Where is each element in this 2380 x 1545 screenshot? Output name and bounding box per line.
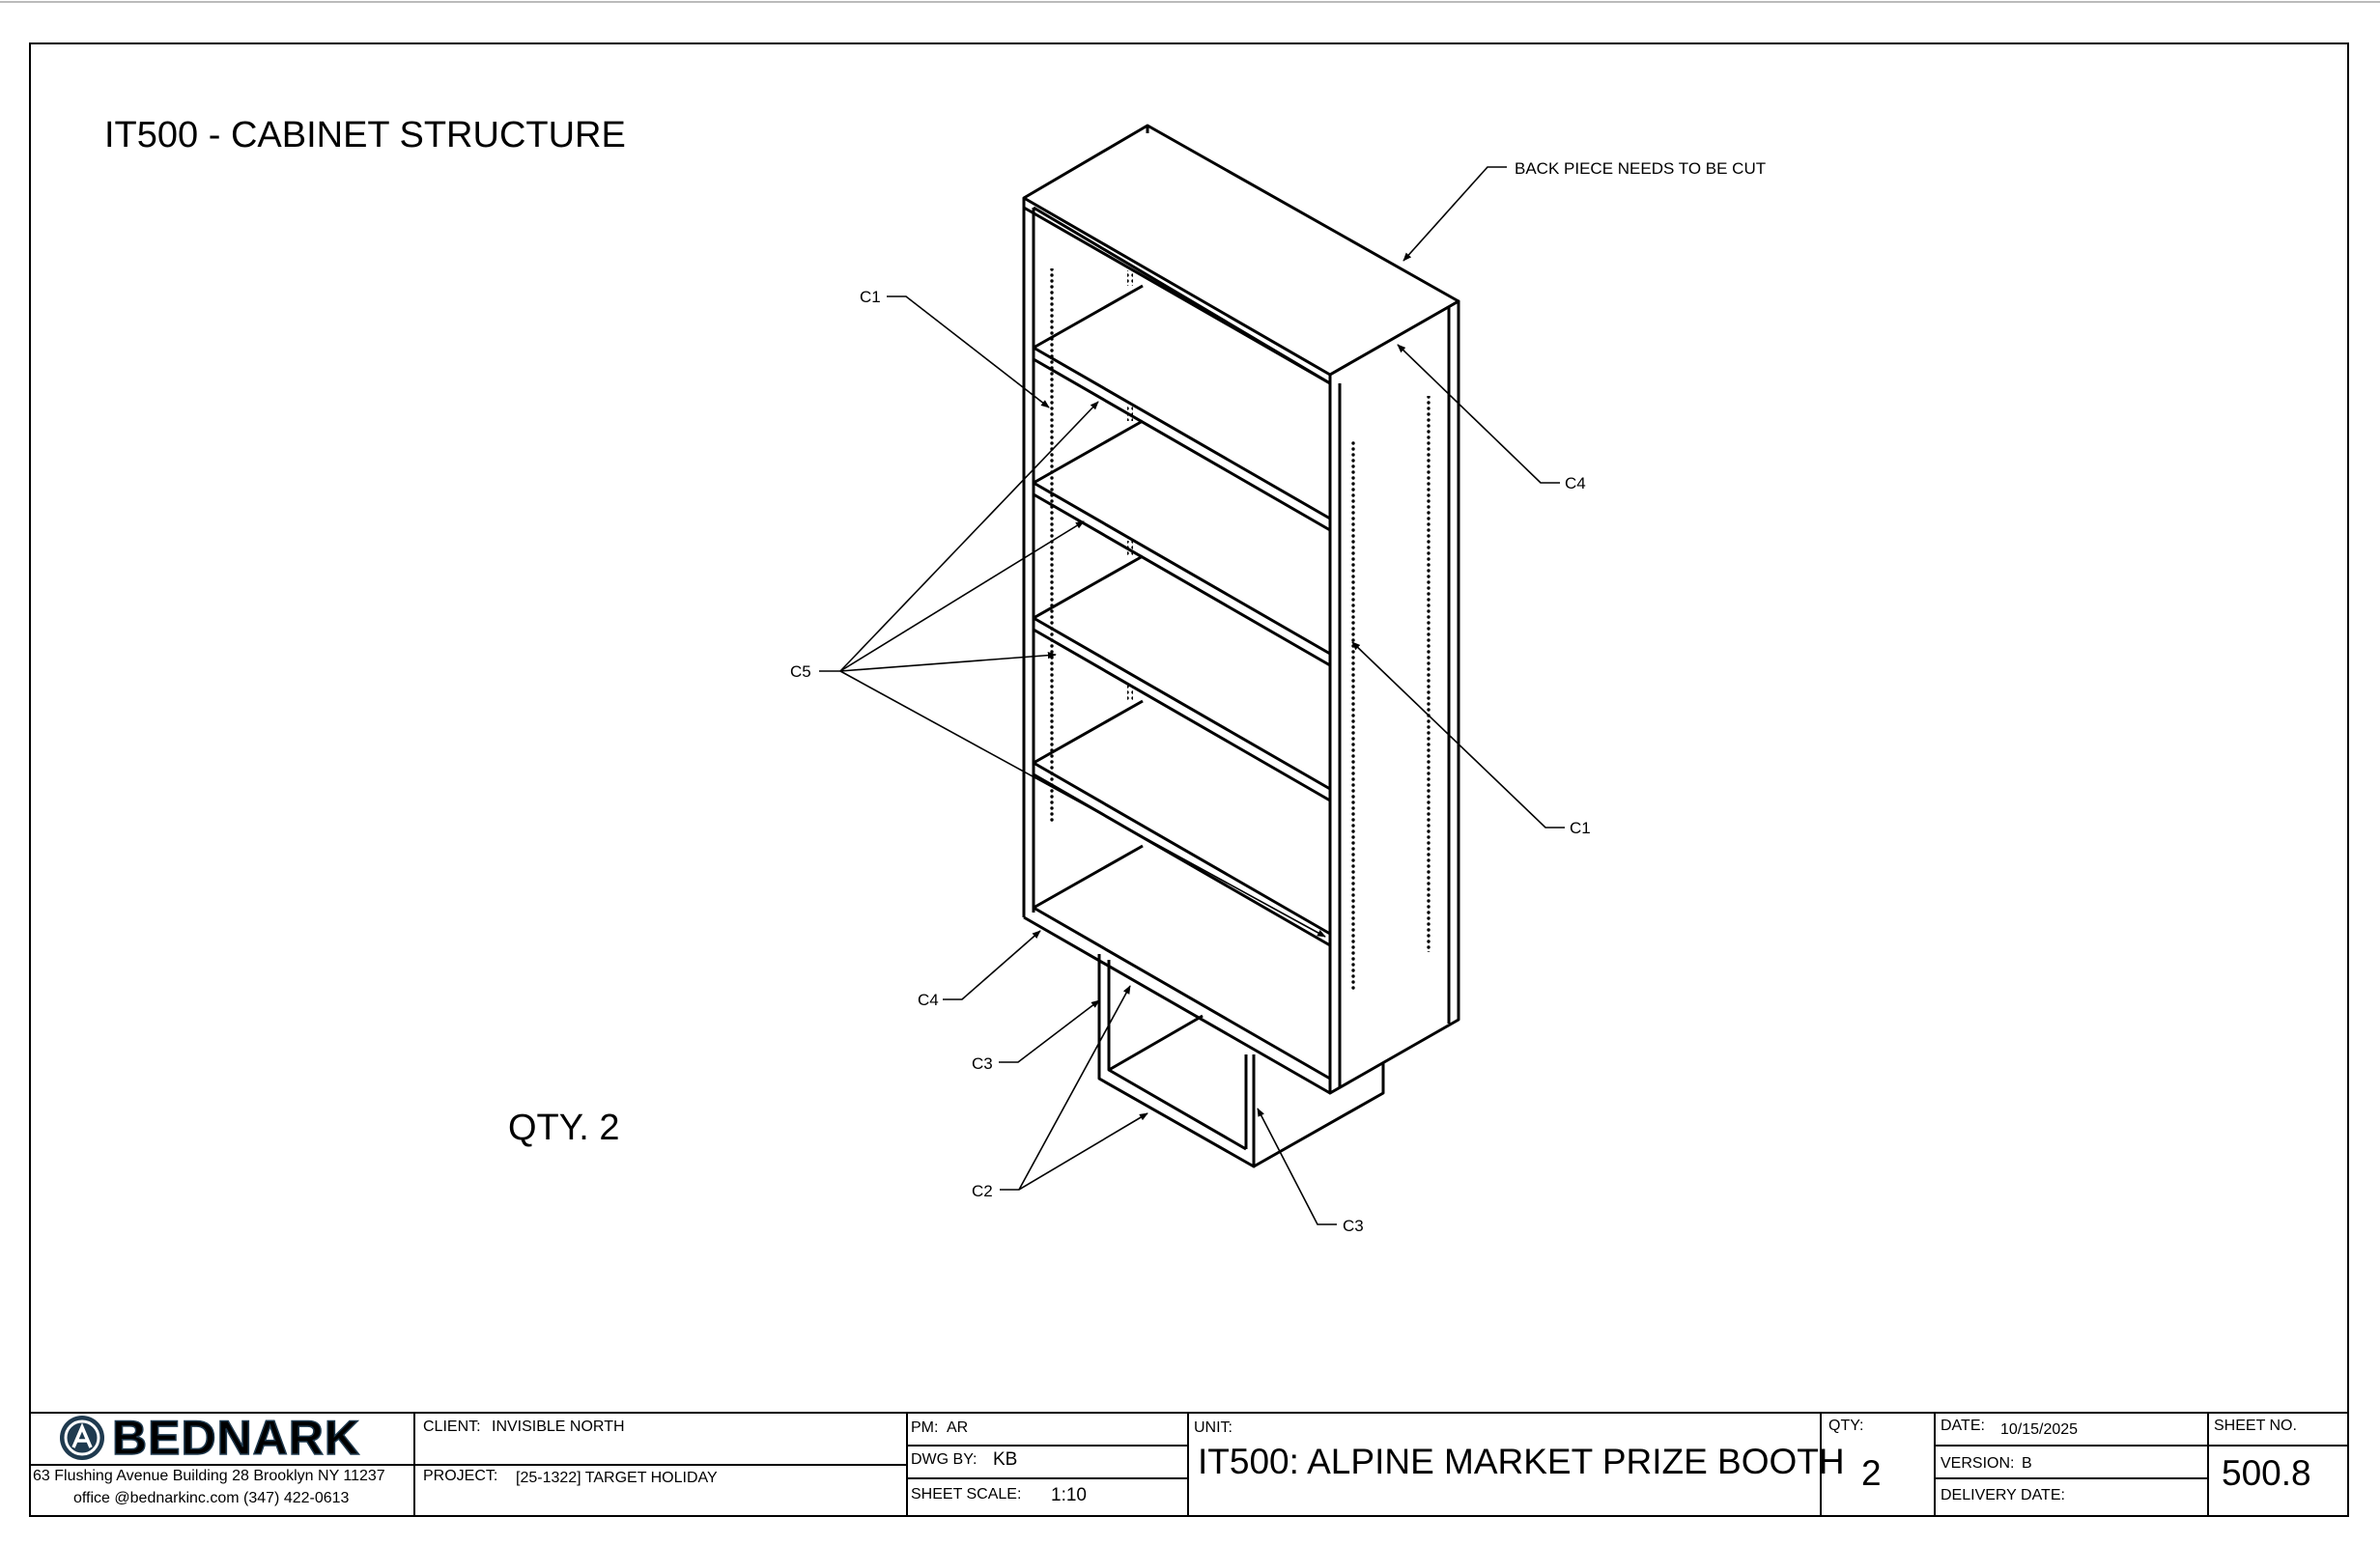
qty-label: QTY:: [1828, 1418, 1864, 1434]
quantity-note: QTY. 2: [508, 1108, 619, 1148]
back-panel-edge: [1033, 206, 1331, 385]
scale-value: 1:10: [1051, 1485, 1087, 1505]
callout-c2: C2: [972, 1182, 993, 1200]
unit-label: UNIT:: [1194, 1419, 1232, 1436]
sheet-title: IT500 - CABINET STRUCTURE: [104, 115, 626, 155]
callout-c5: C5: [790, 662, 811, 681]
scale-label: SHEET SCALE:: [911, 1486, 1022, 1503]
version-label: VERSION:: [1941, 1455, 2015, 1472]
callout-c1-top: C1: [860, 288, 881, 306]
callout-c4-bottom: C4: [918, 991, 939, 1009]
logo-wordmark: BEDNARK: [112, 1411, 360, 1465]
date-value: 10/15/2025: [2000, 1421, 2079, 1438]
unit-value: IT500: ALPINE MARKET PRIZE BOOTH: [1198, 1442, 1845, 1481]
dwg-by-label: DWG BY:: [911, 1451, 978, 1468]
pm-value: AR: [947, 1419, 969, 1436]
qty-value: 2: [1861, 1453, 1882, 1493]
client-label: CLIENT:: [423, 1419, 481, 1435]
callout-c4-top: C4: [1565, 474, 1586, 492]
callout-leaders: [819, 166, 1565, 1225]
sheet-no-label: SHEET NO.: [2214, 1418, 2297, 1434]
callout-c1-right: C1: [1570, 819, 1591, 837]
shelf-pin-holes: [1048, 268, 1432, 991]
sheet-no-value: 500.8: [2222, 1453, 2311, 1493]
date-label: DATE:: [1941, 1418, 1985, 1434]
title-block-grid: [30, 1412, 2348, 1516]
project-label: PROJECT:: [423, 1468, 498, 1484]
bednark-logo: BEDNARK: [60, 1410, 360, 1466]
base-box: [1097, 954, 1385, 1168]
project-value: [25-1322] TARGET HOLIDAY: [516, 1470, 718, 1486]
callout-c3-left: C3: [972, 1054, 993, 1073]
cabinet-isometric-drawing: [1022, 124, 1460, 1168]
dwg-by-value: KB: [993, 1449, 1018, 1470]
company-contact: office @bednarkinc.com (347) 422-0613: [73, 1490, 350, 1506]
right-side-panel: [1328, 299, 1460, 1095]
callout-c3-right: C3: [1343, 1217, 1364, 1235]
callout-back-piece: BACK PIECE NEEDS TO BE CUT: [1515, 159, 1766, 178]
shelves: [1023, 284, 1331, 1095]
client-value: INVISIBLE NORTH: [492, 1419, 625, 1435]
version-value: B: [2022, 1455, 2032, 1472]
delivery-date-label: DELIVERY DATE:: [1941, 1487, 2065, 1503]
pm-label: PM:: [911, 1419, 939, 1436]
company-address: 63 Flushing Avenue Building 28 Brooklyn …: [33, 1468, 385, 1484]
callout-labels: BACK PIECE NEEDS TO BE CUT C1 C4 C1 C5 C…: [790, 159, 1766, 1235]
